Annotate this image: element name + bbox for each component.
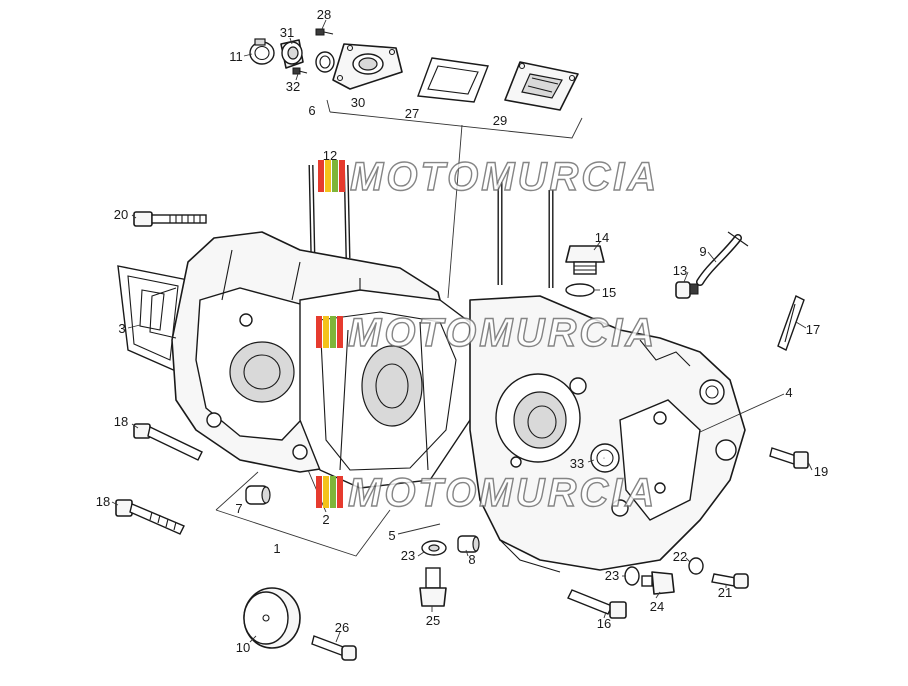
part-18-bolt-lower	[116, 500, 184, 534]
callout-20: 20	[114, 207, 128, 222]
part-32-screw	[293, 68, 307, 74]
callout-27: 27	[405, 106, 419, 121]
watermark-stripe	[316, 316, 322, 348]
callout-2: 2	[322, 512, 329, 527]
callout-23-left: 23	[401, 548, 415, 563]
callout-15: 15	[602, 285, 616, 300]
callout-31: 31	[280, 25, 294, 40]
part-28-screw	[316, 29, 333, 35]
callout-4: 4	[785, 385, 792, 400]
part-6-oring	[316, 52, 334, 72]
watermark-stripe	[339, 160, 345, 192]
callout-13: 13	[673, 263, 687, 278]
callout-23-right: 23	[605, 568, 619, 583]
watermark-stripe	[323, 476, 329, 508]
watermark-text: MOTOMURCIA	[348, 311, 657, 355]
callout-9: 9	[699, 244, 706, 259]
part-30-flange	[333, 44, 402, 89]
part-31-manifold	[281, 40, 303, 68]
watermark-top: MOTOMURCIA	[318, 155, 659, 199]
watermark-stripe	[316, 476, 322, 508]
part-8-dowel	[458, 536, 479, 552]
callout-17: 17	[806, 322, 820, 337]
callout-33: 33	[570, 456, 584, 471]
callout-19: 19	[814, 464, 828, 479]
part-23-washer-left	[422, 541, 446, 555]
watermark-stripe	[325, 160, 331, 192]
callout-10: 10	[236, 640, 250, 655]
callout-5: 5	[388, 528, 395, 543]
watermark-bottom: MOTOMURCIA	[316, 471, 657, 515]
part-27-gasket	[418, 58, 488, 102]
watermark-text: MOTOMURCIA	[350, 155, 659, 199]
callout-28: 28	[317, 7, 331, 22]
part-24-plug	[642, 572, 674, 594]
callout-26: 26	[335, 620, 349, 635]
part-14-filler-cap	[566, 246, 604, 274]
part-16-bolt	[568, 590, 626, 618]
callout-14: 14	[595, 230, 609, 245]
watermark-stripe	[337, 316, 343, 348]
part-26-screw	[312, 636, 356, 660]
part-7-dowel	[246, 486, 270, 504]
part-11-clamp	[250, 39, 274, 64]
part-20-bolt	[134, 212, 206, 226]
callout-24: 24	[650, 599, 664, 614]
part-22-washer	[689, 558, 703, 574]
callout-30: 30	[351, 95, 365, 110]
part-23-washer-right	[625, 567, 639, 585]
part-19-bolt	[770, 448, 808, 468]
callout-3: 3	[118, 321, 125, 336]
callout-22: 22	[673, 549, 687, 564]
callout-11: 11	[229, 49, 243, 64]
callout-6: 6	[308, 103, 315, 118]
part-9-hose	[700, 232, 748, 282]
callout-21: 21	[718, 585, 732, 600]
part-15-oring	[566, 284, 594, 296]
part-29-reed-block	[505, 62, 578, 110]
callout-25: 25	[426, 613, 440, 628]
part-18-bolt-upper	[134, 424, 202, 460]
callout-18-lower: 18	[96, 494, 110, 509]
watermark-stripe	[330, 476, 336, 508]
watermark-stripe	[337, 476, 343, 508]
watermark-text: MOTOMURCIA	[348, 471, 657, 515]
callout-29: 29	[493, 113, 507, 128]
part-25-drain-plug	[420, 568, 446, 606]
watermark-stripe	[332, 160, 338, 192]
callout-32: 32	[286, 79, 300, 94]
callout-16: 16	[597, 616, 611, 631]
callout-1: 1	[273, 541, 280, 556]
part-13-fitting	[676, 282, 698, 298]
watermark-stripe	[318, 160, 324, 192]
watermark-stripe	[323, 316, 329, 348]
callout-8: 8	[468, 552, 475, 567]
callout-7: 7	[235, 501, 242, 516]
watermark-stripe	[330, 316, 336, 348]
part-17-sight-window	[778, 296, 804, 350]
watermark-middle: MOTOMURCIA	[316, 311, 657, 355]
callout-18-upper: 18	[114, 414, 128, 429]
